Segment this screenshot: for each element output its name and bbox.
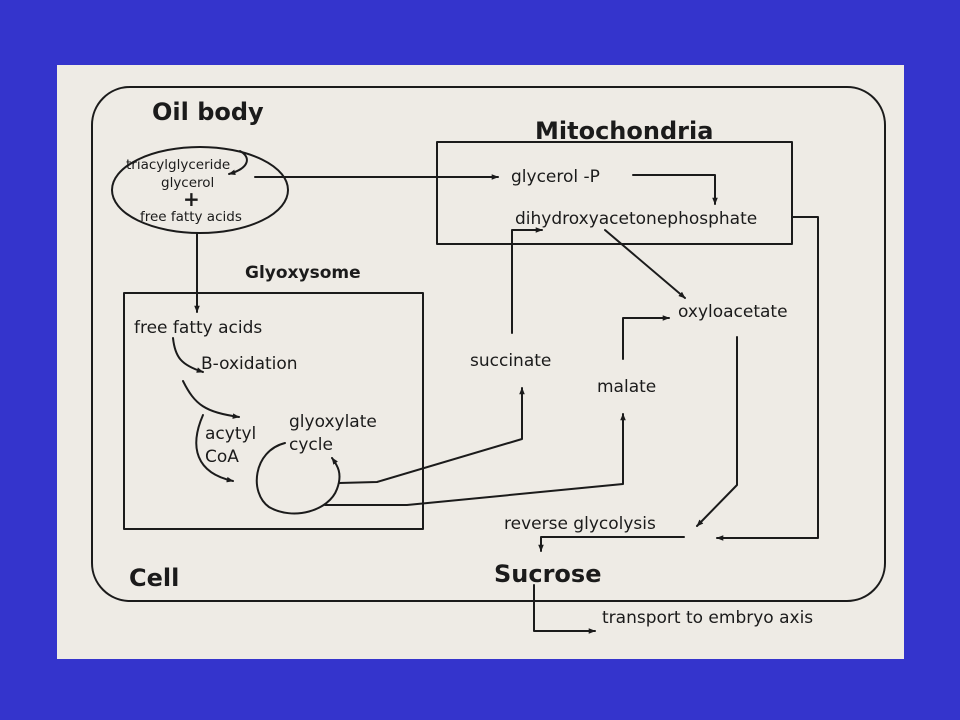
cycle-label: cycle (289, 435, 333, 455)
glyoxylate-label: glyoxylate (289, 412, 377, 432)
reverse-glycolysis-label: reverse glycolysis (504, 514, 656, 534)
oil-body-free-fatty-acids-label: free fatty acids (140, 209, 242, 225)
b-oxidation-label: B-oxidation (201, 354, 298, 374)
arrow-oxyloacetate-to-reverse-glycolysis (696, 336, 738, 527)
oil-body-ellipse (111, 146, 289, 234)
arrow-dhap-to-cytosol (716, 216, 819, 541)
coa-label: CoA (205, 447, 239, 467)
glyoxylate-cycle-loop (255, 442, 341, 515)
arrow-cycle-to-malate (324, 413, 626, 506)
metabolism-diagram: Oil body Mitochondria Glyoxysome Cell tr… (91, 86, 886, 634)
arrow-triacylglyceride-to-glycerol (228, 150, 248, 175)
acytyl-label: acytyl (205, 424, 256, 444)
arrow-glycerol-p-to-dhap (632, 174, 718, 205)
glycerol-label: glycerol (161, 175, 214, 191)
arrow-malate-to-oxyloacetate (622, 315, 670, 360)
arrow-cycle-to-succinate (338, 387, 525, 484)
oxyloacetate-label: oxyloacetate (678, 302, 788, 322)
arrow-dhap-to-oxyloacetate (604, 229, 686, 299)
transport-to-embryo-label: transport to embryo axis (602, 608, 813, 628)
malate-label: malate (597, 377, 656, 397)
arrow-reverse-glycolysis-to-sucrose (538, 536, 685, 552)
oil-body-title: Oil body (152, 98, 264, 126)
glyoxysome-free-fatty-acids-label: free fatty acids (134, 318, 262, 338)
glyoxysome-title: Glyoxysome (245, 263, 361, 283)
cell-title: Cell (129, 564, 179, 592)
arrow-b-oxidation-to-acytyl-coa (182, 380, 240, 419)
arrow-succinate-to-dhap (511, 227, 543, 334)
triacylglyceride-label: triacylglyceride (126, 157, 230, 173)
cell-boundary (91, 86, 886, 602)
glycerol-p-label: glycerol -P (511, 167, 600, 187)
dhap-label: dihydroxyacetonephosphate (515, 209, 757, 229)
mitochondria-box (436, 141, 793, 245)
succinate-label: succinate (470, 351, 551, 371)
arrow-ffa-to-b-oxidation (172, 337, 204, 373)
arrow-sucrose-to-embryo (533, 584, 596, 634)
arrow-into-glyoxylate-cycle (195, 414, 234, 483)
sucrose-label: Sucrose (494, 560, 601, 588)
diagram-photo: Oil body Mitochondria Glyoxysome Cell tr… (57, 65, 904, 659)
mitochondria-title: Mitochondria (535, 117, 713, 145)
glyoxysome-box (123, 292, 424, 530)
plus-sign: + (183, 187, 200, 211)
